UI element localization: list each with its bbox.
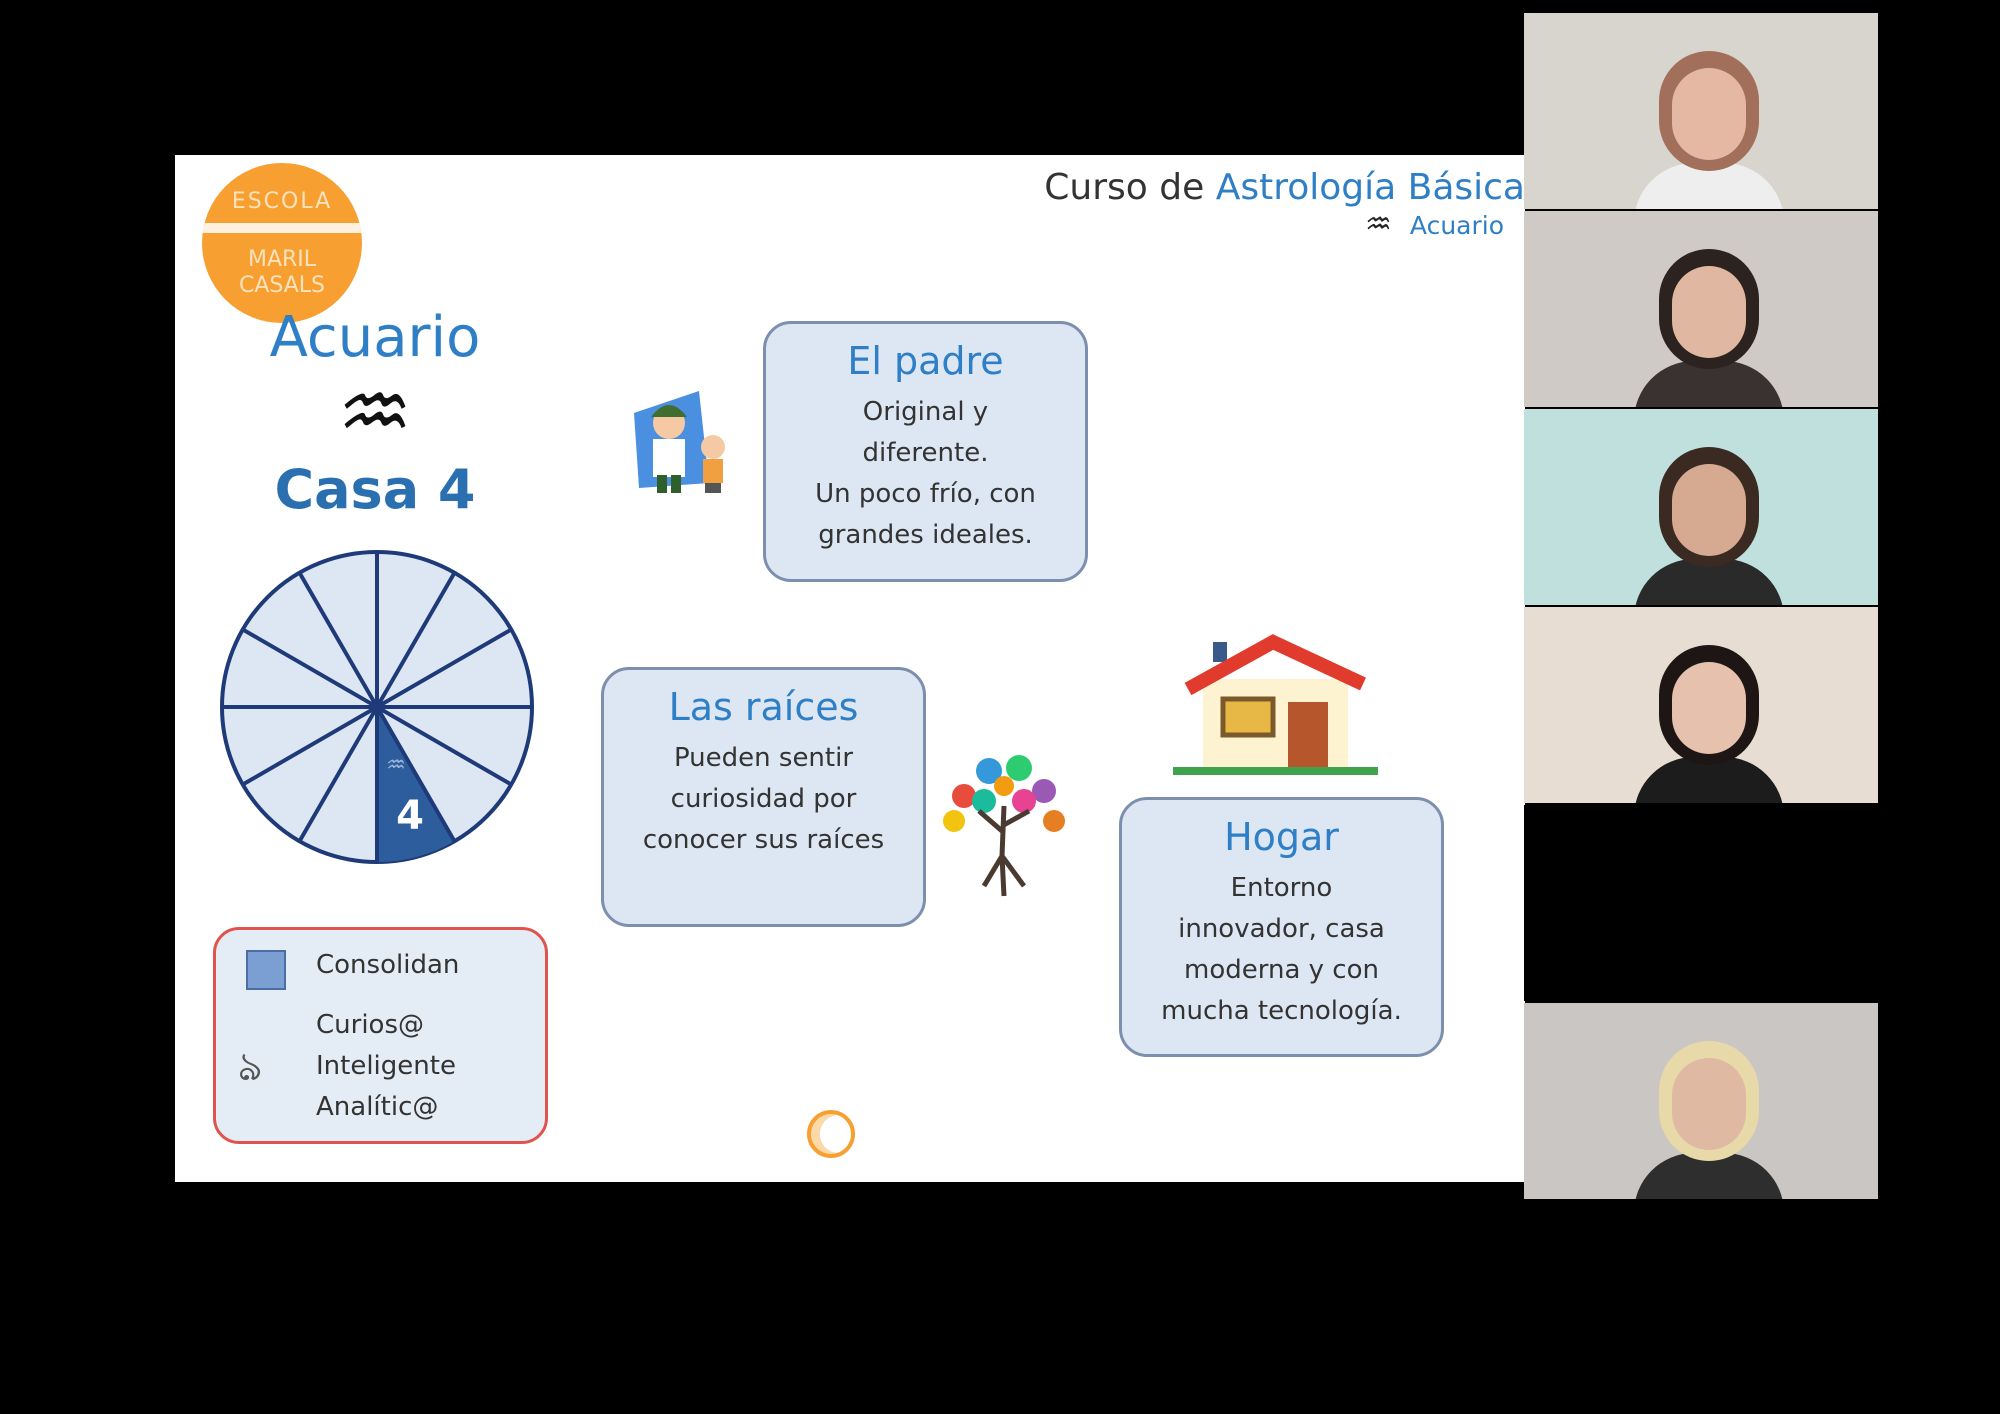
presentation-slide: ESCOLA MARIL CASALS Curso de Astrología … xyxy=(175,155,1525,1182)
aquarius-icon: ♒ xyxy=(337,363,413,461)
participant-face xyxy=(1672,662,1746,754)
tree-icon xyxy=(943,755,1065,897)
participant-face xyxy=(1672,1058,1746,1150)
course-title: Astrología Básica xyxy=(1215,167,1525,208)
blue-square-icon xyxy=(246,950,286,990)
house-number: 4 xyxy=(396,793,424,839)
participant-tile[interactable] xyxy=(1524,1003,1878,1199)
father-son-icon xyxy=(634,391,725,493)
participant-tile[interactable] xyxy=(1524,805,1878,1001)
highlighted-house-segment xyxy=(377,707,455,862)
house-wheel: ♒4 xyxy=(220,550,534,864)
card-home: Hogar Entorno innovador, casa moderna y … xyxy=(1119,797,1444,1057)
sign-title: Acuario xyxy=(269,305,481,370)
header-sign: ♒Acuario xyxy=(1365,207,1504,242)
participant-tile[interactable] xyxy=(1524,607,1878,803)
participant-tile[interactable] xyxy=(1524,409,1878,605)
wheel-center xyxy=(370,700,384,714)
swirl-icon: ঌ xyxy=(238,1044,263,1090)
participant-face xyxy=(1672,464,1746,556)
moon-logo-icon xyxy=(807,1110,855,1158)
legend-box: Consolidan ঌ Curios@ Inteligente Analíti… xyxy=(213,927,548,1144)
card-father: El padre Original y diferente. Un poco f… xyxy=(763,321,1088,582)
slide-header: Curso de Astrología Básica xyxy=(1044,167,1525,208)
participant-face xyxy=(1672,68,1746,160)
card-roots: Las raíces Pueden sentir curiosidad por … xyxy=(601,667,926,927)
logo: ESCOLA MARIL CASALS xyxy=(202,163,362,323)
aquarius-icon: ♒ xyxy=(1365,207,1392,242)
participant-tile[interactable] xyxy=(1524,211,1878,407)
house-title: Casa 4 xyxy=(274,458,476,521)
participant-tile[interactable] xyxy=(1524,13,1878,209)
house-icon xyxy=(1173,634,1378,775)
participant-face xyxy=(1672,266,1746,358)
house-sign-glyph: ♒ xyxy=(386,753,406,778)
participant-video-panel xyxy=(1524,13,1878,1200)
